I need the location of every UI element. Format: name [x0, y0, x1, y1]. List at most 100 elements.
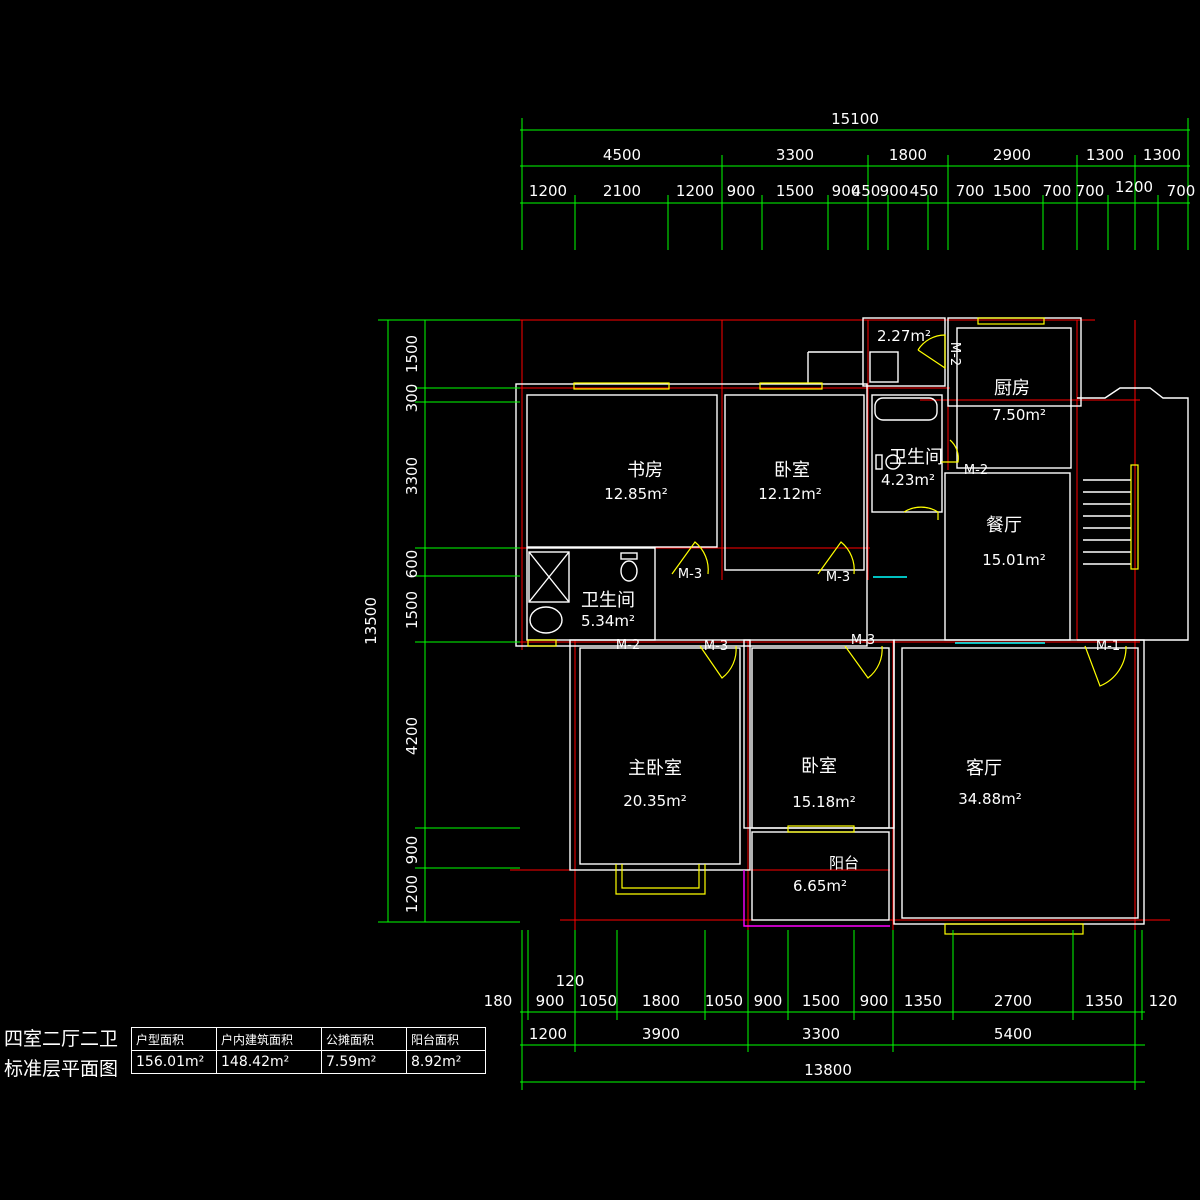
table-header: 户型面积	[131, 1027, 217, 1051]
dim-bottom-l1: 1050	[705, 992, 743, 1010]
dim-top-l2: 1300	[1086, 146, 1124, 164]
dim-top-l2: 3300	[776, 146, 814, 164]
dim-top-l3: 450	[910, 182, 939, 200]
dim-left-seg: 300	[403, 384, 421, 413]
room-area: 7.50m²	[992, 406, 1046, 424]
table-header: 阳台面积	[406, 1027, 486, 1051]
door-tag: M-3	[704, 639, 728, 654]
dim-bottom-l1: 1500	[802, 992, 840, 1010]
dim-top-l3: 700	[1043, 182, 1072, 200]
dim-top-l3: 900	[727, 182, 756, 200]
drawing-caption: 四室二厅二卫 标准层平面图	[4, 1024, 118, 1084]
room-name: 卧室	[774, 460, 810, 481]
table-header: 户内建筑面积	[216, 1027, 322, 1051]
room-area: 4.23m²	[881, 471, 935, 489]
dim-top-l3: 700	[1076, 182, 1105, 200]
dim-top-l2: 4500	[603, 146, 641, 164]
dim-bottom-l1: 900	[754, 992, 783, 1010]
dim-bottom-total: 13800	[804, 1061, 852, 1079]
room-name: 客厅	[966, 758, 1002, 779]
room-name: 主卧室	[628, 758, 682, 779]
room-name: 卫生间	[889, 447, 943, 468]
door-tag: M-2	[964, 463, 988, 478]
dim-top-l3: 700	[1167, 182, 1196, 200]
dim-bottom-l1: 900	[536, 992, 565, 1010]
dim-bottom-120: 120	[556, 972, 585, 990]
windows	[527, 317, 1084, 935]
dim-bottom-l1: 2700	[994, 992, 1032, 1010]
room-name: 卧室	[801, 756, 837, 777]
dim-bottom-l2: 1200	[529, 1025, 567, 1043]
dim-top-total: 15100	[831, 110, 879, 128]
table-cell: 7.59m²	[321, 1050, 407, 1074]
dim-top-l3: 1200	[1115, 178, 1153, 196]
room-area: 5.34m²	[581, 612, 635, 630]
left-dimensions: 13500 1500 300 3300 600 1500 4200 900 12…	[362, 319, 520, 923]
dim-left-seg: 4200	[403, 717, 421, 755]
dim-bottom-l2: 3900	[642, 1025, 680, 1043]
dim-top-l3: 1500	[993, 182, 1031, 200]
room-name: 书房	[627, 460, 663, 481]
door-tag: M-2	[616, 638, 640, 653]
room-name: 餐厅	[986, 515, 1022, 536]
bottom-dimensions: 120 180 900 1050 1800 1050 900 1500 900 …	[484, 930, 1178, 1090]
door-tag: M-2	[947, 342, 962, 366]
dim-left-seg: 1200	[403, 875, 421, 913]
dim-bottom-l1: 180	[484, 992, 513, 1010]
dim-top-l3: 700	[956, 182, 985, 200]
dim-bottom-l2: 5400	[994, 1025, 1032, 1043]
dim-left-seg: 1500	[403, 591, 421, 629]
top-dimensions: 15100 4500 3300 1800 2900 1300 1300 1200…	[520, 110, 1195, 250]
room-area: 12.85m²	[604, 485, 668, 503]
room-area: 34.88m²	[958, 790, 1022, 808]
table-header: 公摊面积	[321, 1027, 407, 1051]
table-cell: 148.42m²	[216, 1050, 322, 1074]
table-row: 156.01m² 148.42m² 7.59m² 8.92m²	[131, 1050, 486, 1074]
caption-line-2: 标准层平面图	[4, 1058, 119, 1080]
walls	[515, 317, 1189, 925]
room-name: 阳台	[829, 854, 859, 872]
dim-left-seg: 900	[403, 836, 421, 865]
dim-top-l3: 450	[852, 182, 881, 200]
door-tag: M-3	[678, 567, 702, 582]
room-area: 6.65m²	[793, 877, 847, 895]
glazing	[743, 576, 1045, 927]
dim-top-l2: 2900	[993, 146, 1031, 164]
room-name: 厨房	[994, 378, 1030, 399]
dim-top-l3: 1200	[676, 182, 714, 200]
caption-line-1: 四室二厅二卫	[4, 1028, 119, 1050]
area-summary-table: 户型面积 户内建筑面积 公摊面积 阳台面积 156.01m² 148.42m² …	[131, 1027, 486, 1074]
dim-left-seg: 600	[403, 550, 421, 579]
dim-top-l3: 1500	[776, 182, 814, 200]
room-area: 20.35m²	[623, 792, 687, 810]
room-area: 2.27m²	[877, 327, 931, 345]
dim-top-l3: 900	[832, 182, 861, 200]
table-row: 户型面积 户内建筑面积 公摊面积 阳台面积	[131, 1027, 486, 1051]
room-labels: 书房 12.85m² 卧室 12.12m² 卫生间 4.23m² 厨房 7.50…	[581, 327, 1046, 895]
room-area: 15.01m²	[982, 551, 1046, 569]
room-area: 15.18m²	[792, 793, 856, 811]
dim-top-l3: 900	[880, 182, 909, 200]
dim-bottom-l1: 900	[860, 992, 889, 1010]
dim-left-seg: 3300	[403, 457, 421, 495]
door-tag: M-1	[1096, 639, 1120, 654]
staircase	[1083, 464, 1139, 570]
door-tag: M-3	[851, 633, 875, 648]
room-area: 12.12m²	[758, 485, 822, 503]
door-swings	[671, 334, 1127, 687]
dim-bottom-l1: 120	[1149, 992, 1178, 1010]
dim-top-l2: 1800	[889, 146, 927, 164]
dim-bottom-l1: 1050	[579, 992, 617, 1010]
dim-left-total: 13500	[362, 597, 380, 645]
dim-top-l3: 1200	[529, 182, 567, 200]
dim-bottom-l1: 1350	[1085, 992, 1123, 1010]
table-cell: 156.01m²	[131, 1050, 217, 1074]
dim-left-seg: 1500	[403, 335, 421, 373]
dim-top-l3: 2100	[603, 182, 641, 200]
dim-bottom-l1: 1800	[642, 992, 680, 1010]
table-cell: 8.92m²	[406, 1050, 486, 1074]
dim-top-l2: 1300	[1143, 146, 1181, 164]
dim-bottom-l2: 3300	[802, 1025, 840, 1043]
room-name: 卫生间	[581, 590, 635, 611]
